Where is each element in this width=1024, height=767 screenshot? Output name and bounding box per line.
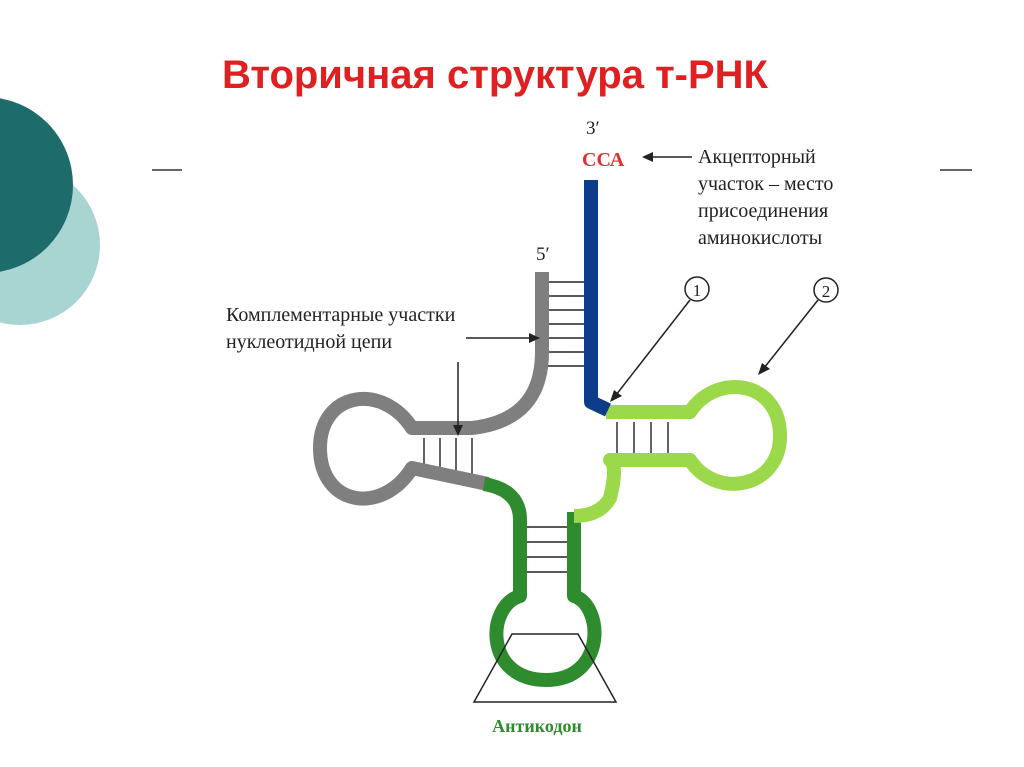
svg-text:нуклеотидной цепи: нуклеотидной цепи — [226, 331, 392, 353]
label-cca: ССА — [582, 149, 625, 171]
slide-title: Вторичная структура т-РНК — [222, 53, 769, 97]
svg-text:участок – место: участок – место — [698, 173, 833, 195]
anticodon-arm-strand — [482, 477, 602, 687]
callout-1-circle — [684, 276, 710, 302]
complementary-description: Комплементарные участки нуклеотидной цеп… — [226, 304, 456, 353]
callout-2-number: 2 — [822, 282, 831, 301]
svg-text:присоединения: присоединения — [698, 200, 828, 222]
label-3-prime: 3′ — [586, 118, 600, 139]
decor-circle-dark — [0, 98, 73, 272]
callout-2-arrow — [763, 299, 819, 369]
base-pairs-anticodon-arm — [527, 526, 567, 573]
acceptor-stem-strand — [584, 180, 611, 417]
acceptor-description: Акцепторный участок – место присоединени… — [698, 146, 833, 249]
callout-1-number: 1 — [693, 281, 702, 300]
svg-text:Комплементарные участки: Комплементарные участки — [226, 304, 456, 326]
label-5-prime: 5′ — [536, 244, 550, 265]
d-arm-strand — [313, 272, 549, 506]
base-pairs-acceptor — [548, 281, 584, 367]
svg-text:аминокислоты: аминокислоты — [698, 227, 822, 249]
anticodon-bracket — [472, 633, 618, 703]
t-arm-strand — [573, 380, 787, 523]
svg-text:Акцепторный: Акцепторный — [698, 146, 816, 168]
callout-1-arrow — [615, 299, 691, 396]
anticodon-label: Антикодон — [492, 716, 582, 736]
callout-2-circle — [813, 277, 839, 303]
